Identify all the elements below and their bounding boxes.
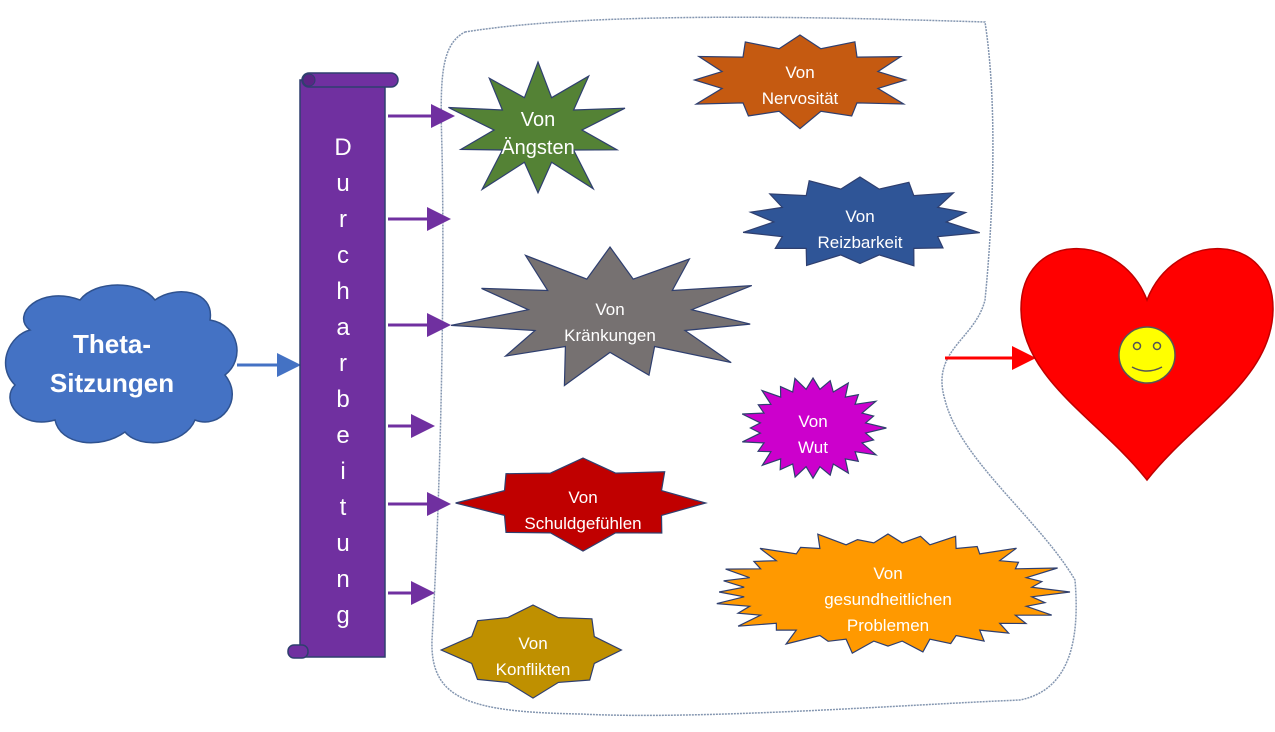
scroll-letter: g <box>336 602 349 629</box>
burst-shape <box>742 176 980 267</box>
burst-label: Problemen <box>847 616 929 635</box>
burst-label: Von <box>518 634 547 653</box>
scroll-letter: t <box>340 494 347 521</box>
scroll-letter: r <box>339 350 347 377</box>
burst-label: Kränkungen <box>564 326 656 345</box>
burst-label: Von <box>521 109 555 131</box>
scroll-letter: c <box>337 242 349 269</box>
burst-shape <box>450 245 753 387</box>
burst-label: Von <box>798 412 827 431</box>
scroll-letter: i <box>340 458 345 485</box>
heart <box>1020 248 1274 482</box>
scroll-letter: u <box>336 170 349 197</box>
scroll-letter: n <box>336 566 349 593</box>
burst-shape <box>439 604 623 699</box>
burst-shape <box>716 533 1071 655</box>
burst-label: Konflikten <box>496 660 571 679</box>
burst-label: Von <box>568 488 597 507</box>
scroll-letter: e <box>336 422 349 449</box>
scroll-letter: D <box>334 134 351 161</box>
burst-label: Reizbarkeit <box>817 233 902 252</box>
burst-label: Ängsten <box>501 137 574 159</box>
scroll-letter: r <box>339 206 347 233</box>
cloud-label-line1: Theta- <box>73 329 151 359</box>
scroll-letter: a <box>336 314 350 341</box>
scroll-letter: h <box>336 278 349 305</box>
burst-label: Von <box>595 300 624 319</box>
burst-label: Von <box>785 63 814 82</box>
burst-label: Nervosität <box>762 89 839 108</box>
burst-label: gesundheitlichen <box>824 590 952 609</box>
smiley-icon <box>1118 326 1176 384</box>
burst-label: Von <box>845 207 874 226</box>
cloud-label-line2: Sitzungen <box>50 368 174 398</box>
grouping-outline <box>431 16 1077 717</box>
burst-shape <box>455 457 708 552</box>
burst-label: Wut <box>798 438 828 457</box>
burst-label: Von <box>873 564 902 583</box>
theta-sessions-cloud: Theta- Sitzungen <box>4 284 238 444</box>
scroll-letter: b <box>336 386 349 413</box>
burst-shape <box>448 60 626 195</box>
burst-shape <box>741 376 887 480</box>
burst-shape <box>692 34 908 130</box>
scroll-letter: u <box>336 530 349 557</box>
burst-label: Schuldgefühlen <box>524 514 641 533</box>
